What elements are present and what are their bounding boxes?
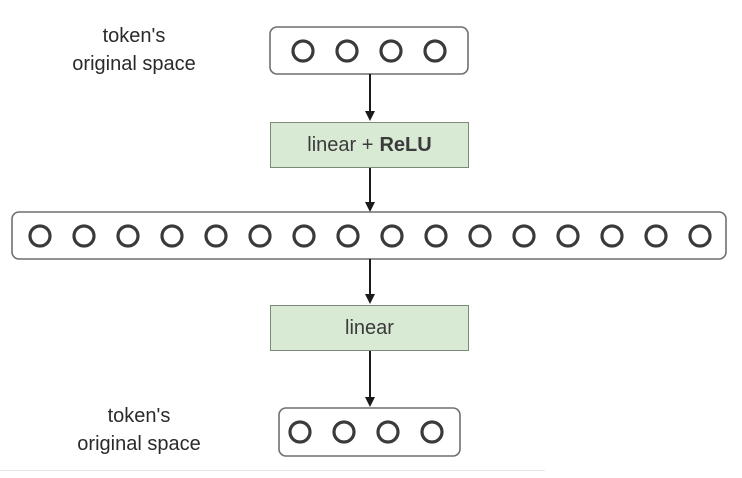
hidden-node <box>424 224 448 248</box>
linear-layer: linear <box>270 305 469 351</box>
hidden-node <box>72 224 96 248</box>
hidden-node <box>292 224 316 248</box>
output-node <box>332 420 356 444</box>
hidden-node <box>688 224 712 248</box>
input-node <box>291 39 315 63</box>
input-node <box>379 39 403 63</box>
bottom-caption-line1: token's <box>107 405 171 427</box>
hidden-node <box>248 224 272 248</box>
input-vector <box>269 26 469 75</box>
hidden-vector-nodes <box>28 224 712 248</box>
input-vector-nodes <box>291 39 447 63</box>
top-caption-line2: original space <box>72 53 196 75</box>
hidden-node <box>336 224 360 248</box>
hidden-node <box>600 224 624 248</box>
top-caption-line1: token's <box>102 25 166 47</box>
hidden-node <box>468 224 492 248</box>
bottom-caption: token's original space <box>29 402 249 458</box>
hidden-node <box>556 224 580 248</box>
hidden-node <box>512 224 536 248</box>
relu-activation-label: ReLU <box>379 133 432 156</box>
linear-relu-layer: linear + ReLU <box>270 122 469 168</box>
hidden-node <box>380 224 404 248</box>
output-node <box>288 420 312 444</box>
output-vector-box <box>278 407 461 457</box>
hidden-node <box>204 224 228 248</box>
linear-layer-label: linear <box>345 316 394 339</box>
bottom-caption-line2: original space <box>77 433 201 455</box>
top-caption: token's original space <box>24 22 244 78</box>
output-vector <box>278 407 461 457</box>
output-node <box>420 420 444 444</box>
hidden-node <box>160 224 184 248</box>
hidden-node <box>28 224 52 248</box>
input-node <box>335 39 359 63</box>
linear-relu-layer-op: linear + <box>307 133 374 156</box>
page-divider <box>0 470 545 471</box>
hidden-vector <box>11 211 727 260</box>
hidden-node <box>116 224 140 248</box>
output-node <box>376 420 400 444</box>
input-node <box>423 39 447 63</box>
hidden-node <box>644 224 668 248</box>
output-vector-nodes <box>288 420 444 444</box>
